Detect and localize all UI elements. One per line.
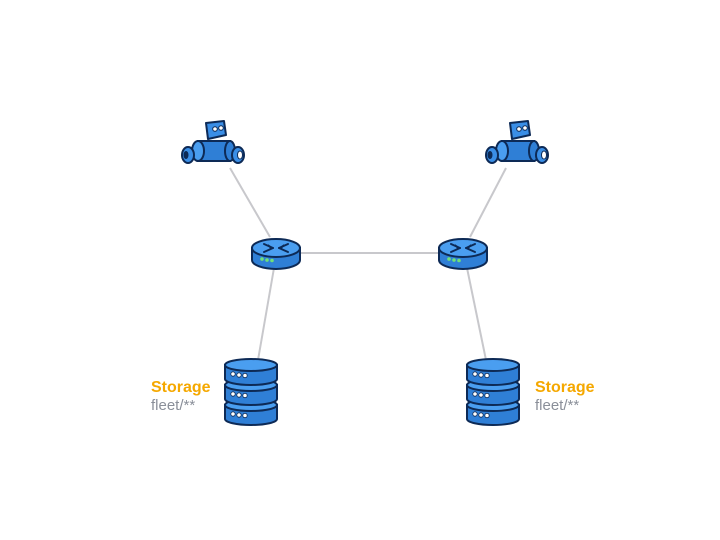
storage-label-left: Storage fleet/** [151,379,211,414]
robot-icon-right[interactable] [485,120,549,164]
storage-title-left: Storage [151,379,211,396]
link-robot-right-router-right [469,167,507,238]
storage-label-right: Storage fleet/** [535,379,595,414]
links [229,167,507,361]
storage-icon-left[interactable] [224,358,278,426]
link-router-left-storage-left [257,267,275,361]
link-router-right-storage-right [466,267,487,361]
storage-path-left: fleet/** [151,397,196,414]
storage-title-right: Storage [535,379,595,396]
robot-icon-left[interactable] [181,120,245,164]
router-icon-left[interactable] [251,238,301,270]
storage-icon-right[interactable] [466,358,520,426]
storage-path-right: fleet/** [535,397,580,414]
router-icon-right[interactable] [438,238,488,270]
link-robot-left-router-left [229,167,271,238]
